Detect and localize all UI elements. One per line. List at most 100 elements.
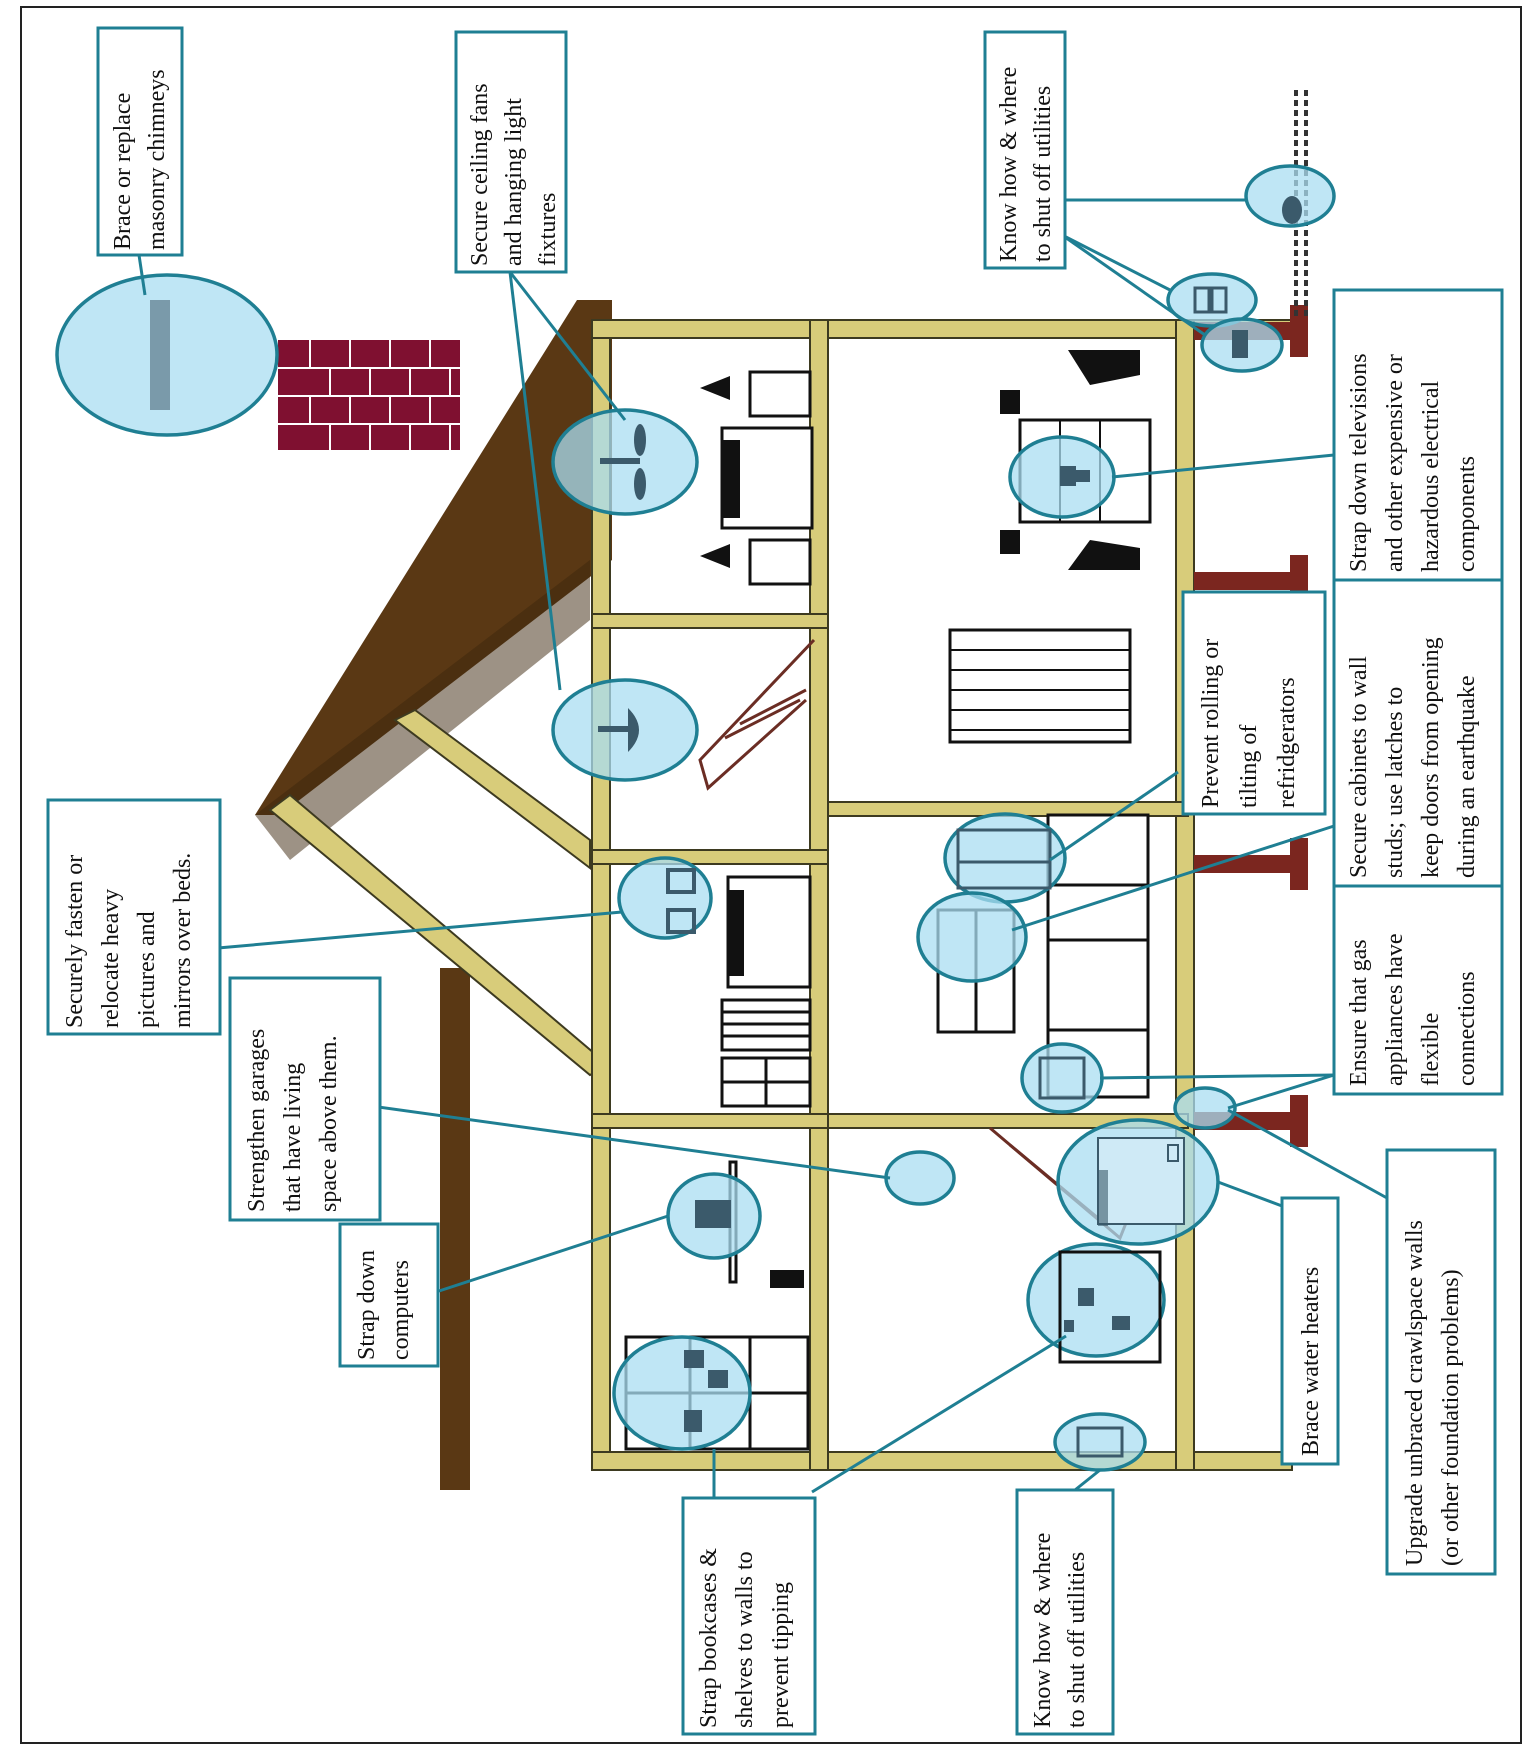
utility-bubble-meter	[1244, 164, 1336, 228]
gas-appliance-bubble	[1020, 1042, 1104, 1114]
crawlspace-bubble	[1173, 1086, 1237, 1130]
foundation-line	[1175, 319, 1195, 1471]
callout-water-heaters: Brace water heaters	[1280, 1196, 1340, 1466]
computer-icon	[695, 1200, 731, 1228]
bathroom-fixtures-icon	[1064, 1288, 1130, 1332]
stairs-lower	[948, 628, 1132, 744]
pier	[1290, 838, 1308, 890]
lamp-icon	[700, 544, 730, 568]
pier	[1194, 572, 1292, 590]
gas-valve-icon	[1193, 286, 1228, 314]
callout-bookcases-line3: prevent tipping	[768, 1582, 794, 1728]
floor-drain-icon	[1076, 1426, 1124, 1458]
speaker	[1000, 530, 1020, 554]
callout-utilities-top-line1: Know how & where	[996, 67, 1022, 262]
chimney-cap	[150, 300, 170, 410]
picture-frame	[666, 908, 696, 934]
callout-fridge-line3: refridgerators	[1274, 677, 1300, 808]
callout-pictures-line2: relocate heavy	[98, 889, 124, 1028]
bed-headboard	[722, 440, 740, 518]
callout-crawlspace-line2: (or other foundation problems)	[1438, 1269, 1464, 1566]
callout-cabinets-line4: during an earthquake	[1454, 675, 1480, 878]
utility-bubble-bathroom	[1026, 1242, 1166, 1358]
svg-text:Brace water heaters: Brace water heaters	[1298, 1267, 1324, 1456]
utility-bubble-floor	[1053, 1412, 1147, 1472]
chair	[1068, 540, 1140, 570]
water-heater-icon	[1097, 1137, 1185, 1225]
chair	[1068, 350, 1140, 385]
hanging-light-icon	[598, 708, 639, 752]
callout-televisions: Strap down televisions and other expensi…	[1332, 288, 1504, 582]
garage-bubble	[884, 1150, 956, 1206]
nightstand	[748, 370, 812, 418]
svg-text:Upgrade unbraced crawlspace wa: Upgrade unbraced crawlspace walls (or ot…	[1402, 1214, 1464, 1566]
pictures-bubble	[617, 856, 713, 940]
callout-garages-line2: that have living	[280, 1063, 306, 1212]
callout-utilities-top: Know how & where to shut off utilities	[983, 30, 1067, 270]
callout-gas-line1: Ensure that gas	[1346, 939, 1372, 1086]
roof	[255, 300, 612, 815]
svg-text:Securely fasten or reloc: Securely fasten or relocate heavy pictur…	[62, 849, 196, 1028]
callout-cabinets-line1: Secure cabinets to wall	[1346, 656, 1372, 878]
callout-cabinets-line3: keep doors from opening	[1418, 637, 1444, 878]
diagram-frame	[20, 6, 1522, 1744]
callout-computers-line1: Strap down	[354, 1250, 380, 1360]
callout-pictures-line4: mirrors over beds.	[170, 853, 196, 1028]
svg-text:Strengthen garages that: Strengthen garages that have living spac…	[244, 1023, 342, 1212]
divider-upper-3	[591, 1113, 829, 1129]
bookcase-bubble	[612, 1335, 752, 1451]
callout-tv-line4: components	[1454, 456, 1480, 572]
callout-chimney: Brace or replace masonry chimneys	[96, 26, 184, 257]
callout-bookcases: Strap bookcases & shelves to walls to pr…	[681, 1496, 817, 1736]
svg-text:Secure cabinets to wall: Secure cabinets to wall studs; use latch…	[1346, 631, 1480, 878]
callout-ceiling-fans: Secure ceiling fans and hanging light fi…	[454, 30, 568, 274]
divider-upper-2	[591, 849, 829, 865]
callout-gas-line4: connections	[1454, 971, 1480, 1086]
svg-text:Know how & where to shut: Know how & where to shut off utilities	[1030, 1527, 1090, 1728]
roof-lower	[255, 560, 590, 860]
callout-garages: Strengthen garages that have living spac…	[228, 976, 382, 1222]
callout-utilities-bottom-line1: Know how & where	[1030, 1533, 1056, 1728]
callout-crawlspace-line1: Upgrade unbraced crawlspace walls	[1402, 1220, 1428, 1566]
callout-water-heaters-line1: Brace water heaters	[1298, 1267, 1324, 1456]
staircase	[948, 628, 1132, 744]
callout-gas-line3: flexible	[1418, 1013, 1444, 1086]
callout-cabinets-line2: studs; use latches to	[1382, 687, 1408, 878]
svg-text:Ensure that gas applianc: Ensure that gas appliances have flexible…	[1346, 927, 1480, 1086]
callout-chimney-line2: masonry chimneys	[144, 69, 170, 250]
callout-utilities-bottom-line2: to shut off utilities	[1064, 1552, 1090, 1728]
callout-tv-line2: and other expensive or	[1382, 354, 1408, 572]
callout-crawlspace: Upgrade unbraced crawlspace walls (or ot…	[1385, 1148, 1497, 1576]
highlight-bubbles	[55, 164, 1336, 1472]
bathroom-cabinet	[1058, 1250, 1162, 1364]
pier	[1290, 1095, 1308, 1147]
callout-tv-line1: Strap down televisions	[1346, 353, 1372, 572]
svg-text:Secure ceiling fans and: Secure ceiling fans and hanging light fi…	[467, 77, 561, 266]
stairs-upper	[698, 638, 816, 791]
pier	[1290, 305, 1308, 357]
chimney-bricks	[278, 340, 460, 450]
cabinet-bubble	[916, 891, 1028, 983]
divider-upper-1	[591, 613, 829, 629]
picture-frame	[666, 868, 696, 894]
callout-computers-line2: computers	[388, 1260, 414, 1360]
attic-rafter-upper	[393, 708, 591, 871]
callout-gas: Ensure that gas appliances have flexible…	[1332, 884, 1504, 1096]
television-icon	[1060, 466, 1090, 486]
callout-pictures-line1: Securely fasten or	[62, 855, 88, 1028]
speaker	[1000, 390, 1020, 414]
callout-fridge-line2: tilting of	[1236, 725, 1262, 808]
callout-utilities-top-line2: to shut off utilities	[1030, 86, 1056, 262]
callout-gas-line2: appliances have	[1382, 933, 1408, 1086]
chair	[770, 1270, 804, 1288]
callout-tv-line3: hazardous electrical	[1418, 380, 1444, 572]
svg-text:Brace or replace masonry: Brace or replace masonry chimneys	[110, 69, 170, 250]
callout-fans-line2: and hanging light	[501, 98, 527, 266]
callout-pictures: Securely fasten or relocate heavy pictur…	[46, 798, 222, 1036]
svg-text:Strap down computers: Strap down computers	[354, 1244, 414, 1360]
lamp-icon	[700, 376, 730, 400]
callout-fans-line3: fixtures	[535, 193, 561, 266]
callout-computers: Strap down computers	[338, 1222, 440, 1368]
svg-text:Prevent rolling or tilti: Prevent rolling or tilting of refridgera…	[1198, 633, 1300, 808]
